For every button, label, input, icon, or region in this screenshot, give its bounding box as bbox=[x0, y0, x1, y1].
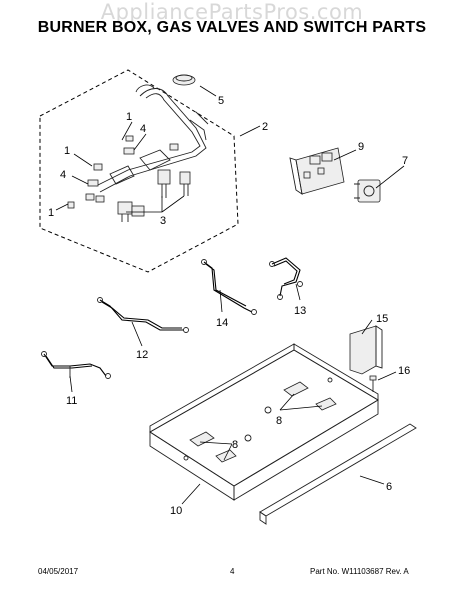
switch bbox=[354, 179, 381, 203]
callout-5: 5 bbox=[218, 95, 224, 107]
callout-14: 14 bbox=[216, 317, 228, 329]
mounting-bracket bbox=[349, 325, 383, 375]
burner-cap bbox=[172, 74, 196, 86]
callout-6: 6 bbox=[386, 481, 392, 493]
footer-page-number: 4 bbox=[230, 567, 235, 576]
callout-15: 15 bbox=[376, 313, 388, 325]
wire-harness-12 bbox=[97, 297, 189, 333]
watermark: AppliancePartsPros.com bbox=[100, 0, 364, 24]
callout-2: 2 bbox=[262, 121, 268, 133]
burner-box-outline bbox=[39, 69, 239, 273]
screw bbox=[369, 375, 377, 392]
callout-11: 11 bbox=[66, 395, 77, 407]
leader-lines bbox=[55, 85, 405, 505]
trim-strip bbox=[259, 423, 417, 525]
wire-harness-11 bbox=[41, 351, 111, 379]
gas-valves bbox=[117, 169, 191, 222]
callout-1c: 1 bbox=[48, 207, 54, 219]
footer-date: 04/05/2017 bbox=[38, 567, 79, 576]
gas-manifold-tube bbox=[95, 84, 209, 193]
callout-1a: 1 bbox=[126, 111, 132, 123]
callout-3: 3 bbox=[160, 215, 166, 227]
wire-harness-14 bbox=[201, 259, 257, 315]
callout-9: 9 bbox=[358, 141, 364, 153]
callout-12: 12 bbox=[136, 349, 148, 361]
callout-13: 13 bbox=[294, 305, 306, 317]
callout-7: 7 bbox=[402, 155, 408, 167]
page-footer: 04/05/2017 4 Part No. W11103687 Rev. A bbox=[0, 566, 464, 580]
orifice-parts bbox=[67, 135, 179, 209]
callout-4b: 4 bbox=[60, 169, 66, 181]
callout-16: 16 bbox=[398, 365, 410, 377]
page-title: BURNER BOX, GAS VALVES AND SWITCH PARTS bbox=[37, 19, 427, 36]
burner-box-tray bbox=[149, 343, 379, 501]
footer-part-number: Part No. W11103687 Rev. A bbox=[310, 567, 409, 576]
callout-4a: 4 bbox=[140, 123, 146, 135]
callout-1b: 1 bbox=[64, 145, 70, 157]
callout-8b: 8 bbox=[232, 439, 238, 451]
spark-module bbox=[289, 147, 345, 195]
callout-10: 10 bbox=[170, 505, 182, 517]
wire-harness-13 bbox=[269, 257, 303, 300]
callout-8a: 8 bbox=[276, 415, 282, 427]
